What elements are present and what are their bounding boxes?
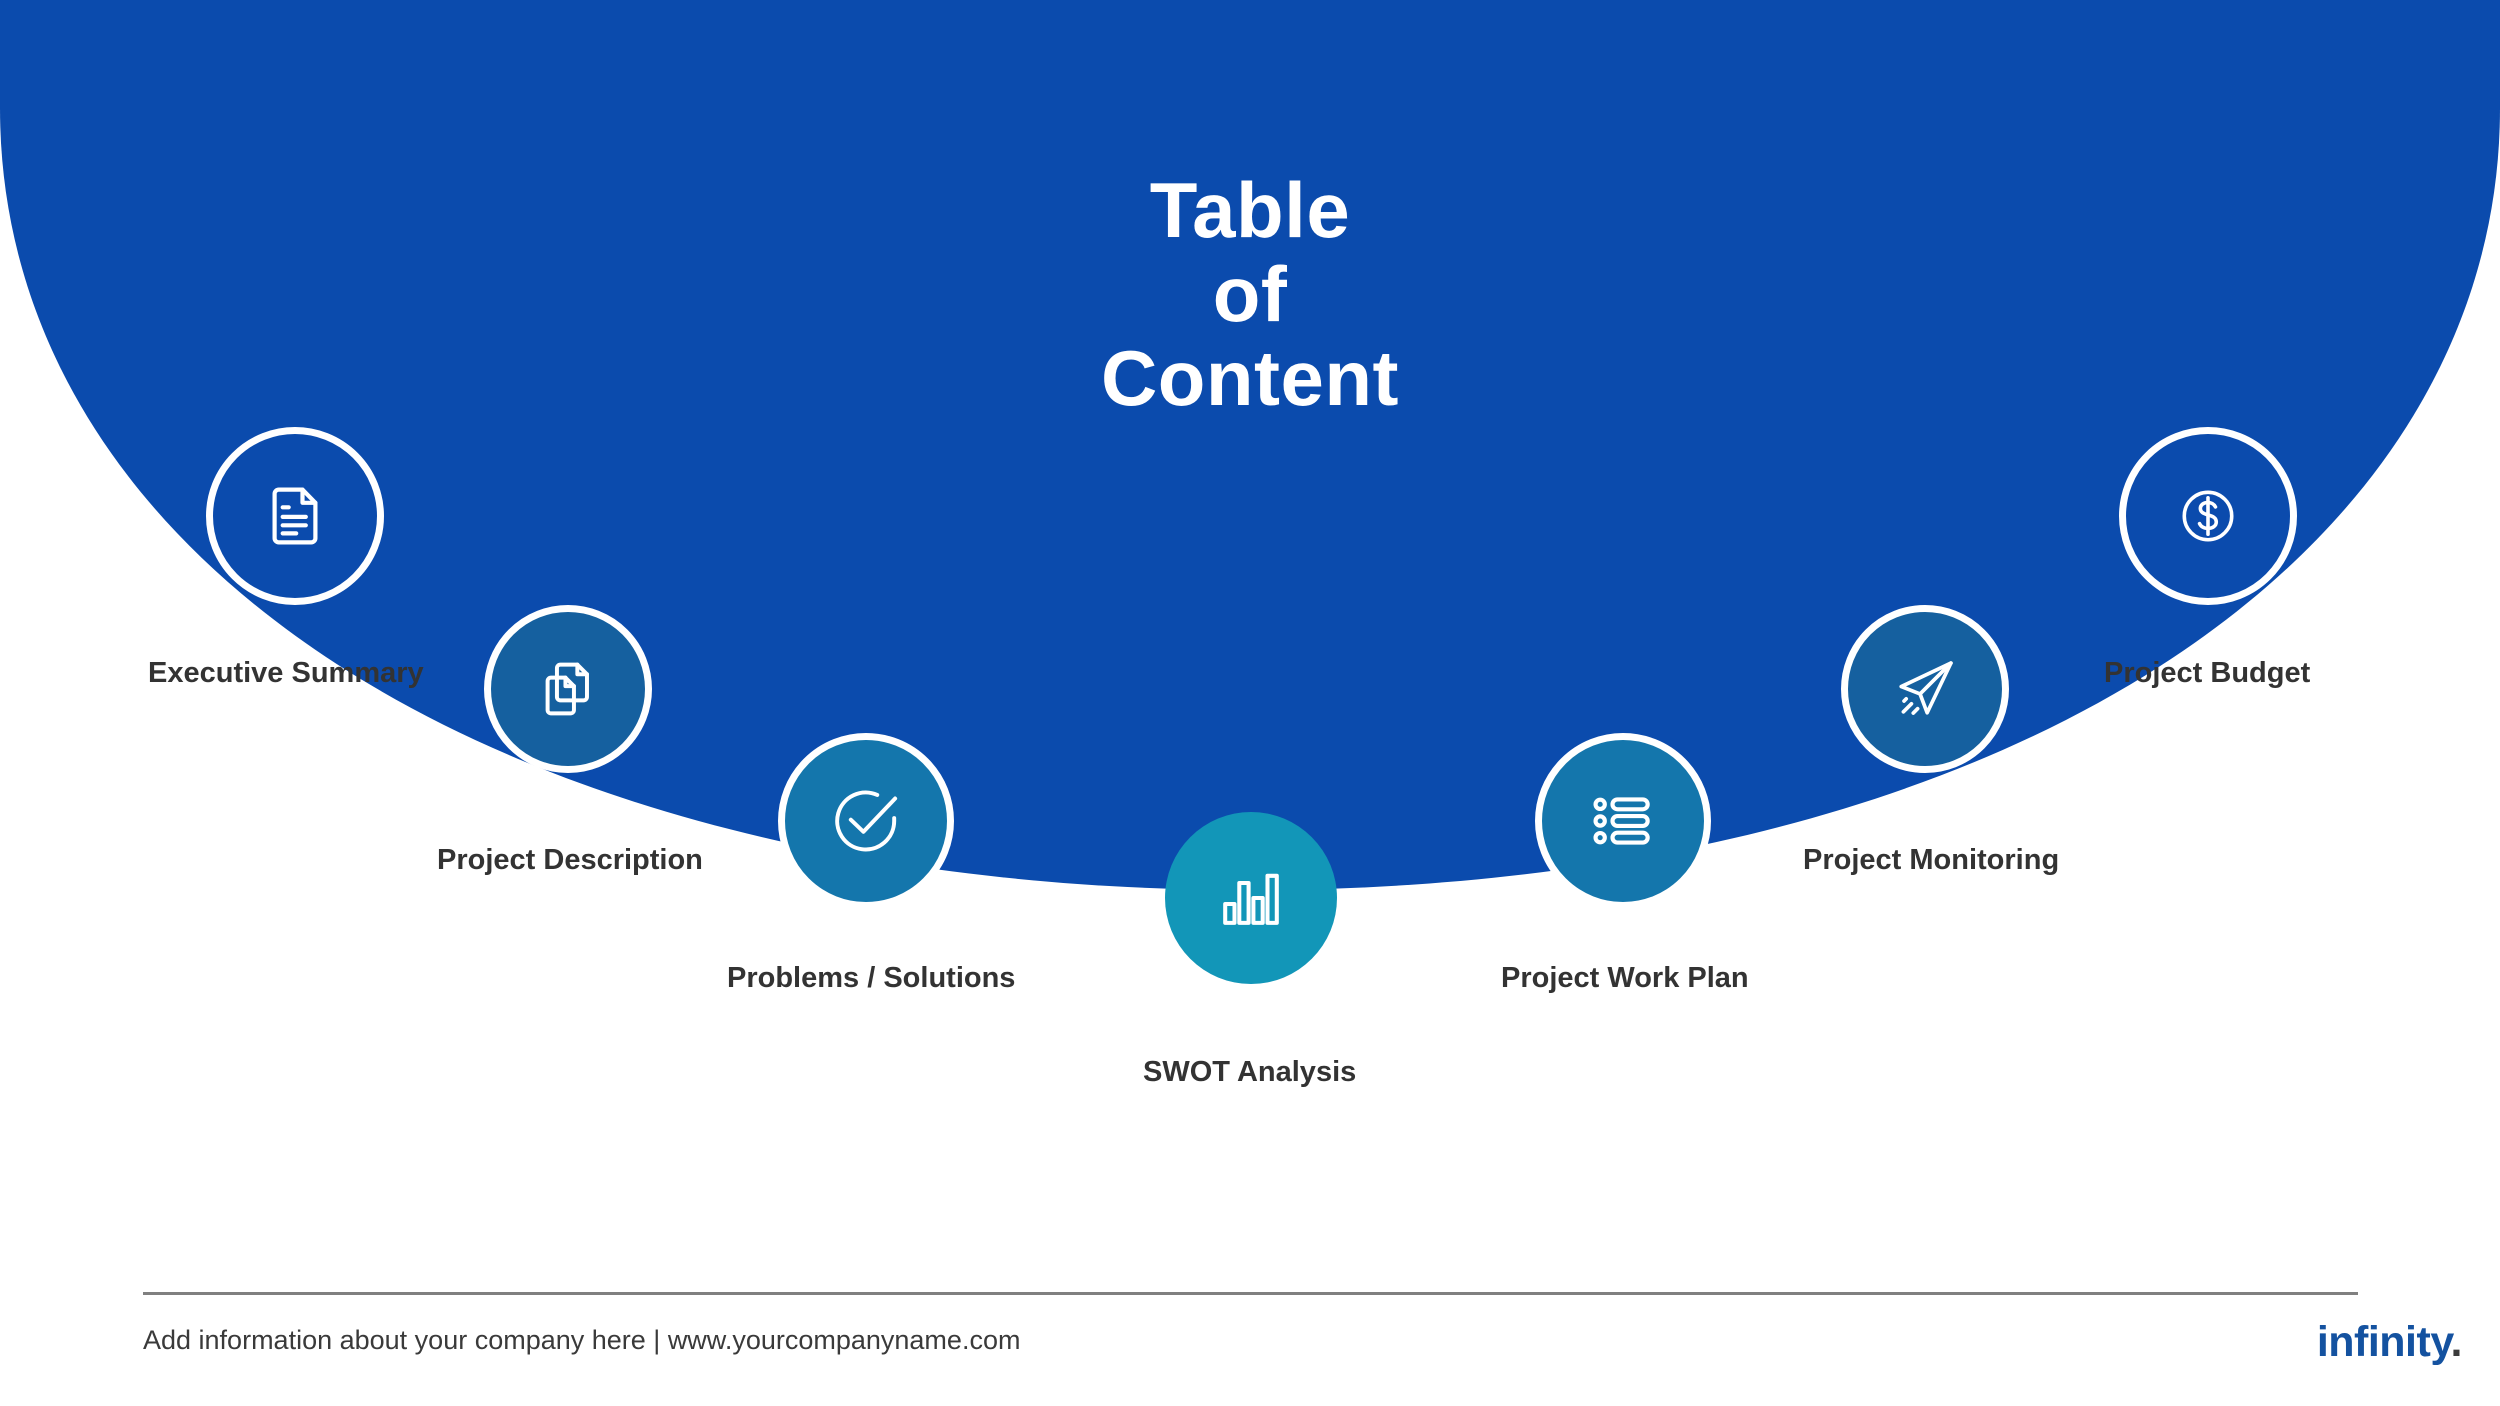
page-title: Table of Content [0,168,2500,421]
toc-label-3: Problems / Solutions [727,962,1016,994]
paper-plane-icon [1888,652,1962,726]
footer-company-info: Add information about your company here … [143,1325,1021,1355]
check-circle-icon [828,783,904,859]
title-line-2: of [1212,250,1288,339]
toc-circle-2[interactable] [484,605,652,773]
toc-circle-7[interactable] [2119,427,2297,605]
toc-label-1: Executive Summary [148,657,424,689]
toc-label-4: SWOT Analysis [1143,1056,1357,1088]
toc-label-2: Project Description [437,844,703,876]
toc-circle-6[interactable] [1841,605,2009,773]
infinity-logo: infinity. [2316,1318,2463,1367]
copy-documents-icon [534,655,602,723]
toc-circle-4[interactable] [1165,812,1337,984]
footer-divider [143,1292,2358,1295]
toc-circle-1[interactable] [206,427,384,605]
title-line-1: Table [1149,166,1351,254]
logo-wordmark: infinity [2316,1318,2451,1366]
toc-circle-3[interactable] [778,733,954,909]
arc-shape [0,0,2500,890]
document-lines-icon [259,480,331,552]
toc-label-5: Project Work Plan [1501,962,1749,994]
toc-circle-5[interactable] [1535,733,1711,909]
toc-label-7: Project Budget [2104,657,2311,689]
bar-chart-icon [1215,862,1287,934]
bulleted-list-icon [1586,784,1660,858]
dollar-coin-icon [2169,477,2247,555]
toc-label-6: Project Monitoring [1803,844,2060,876]
title-line-3: Content [1100,334,1400,423]
logo-dot: . [2450,1318,2463,1366]
